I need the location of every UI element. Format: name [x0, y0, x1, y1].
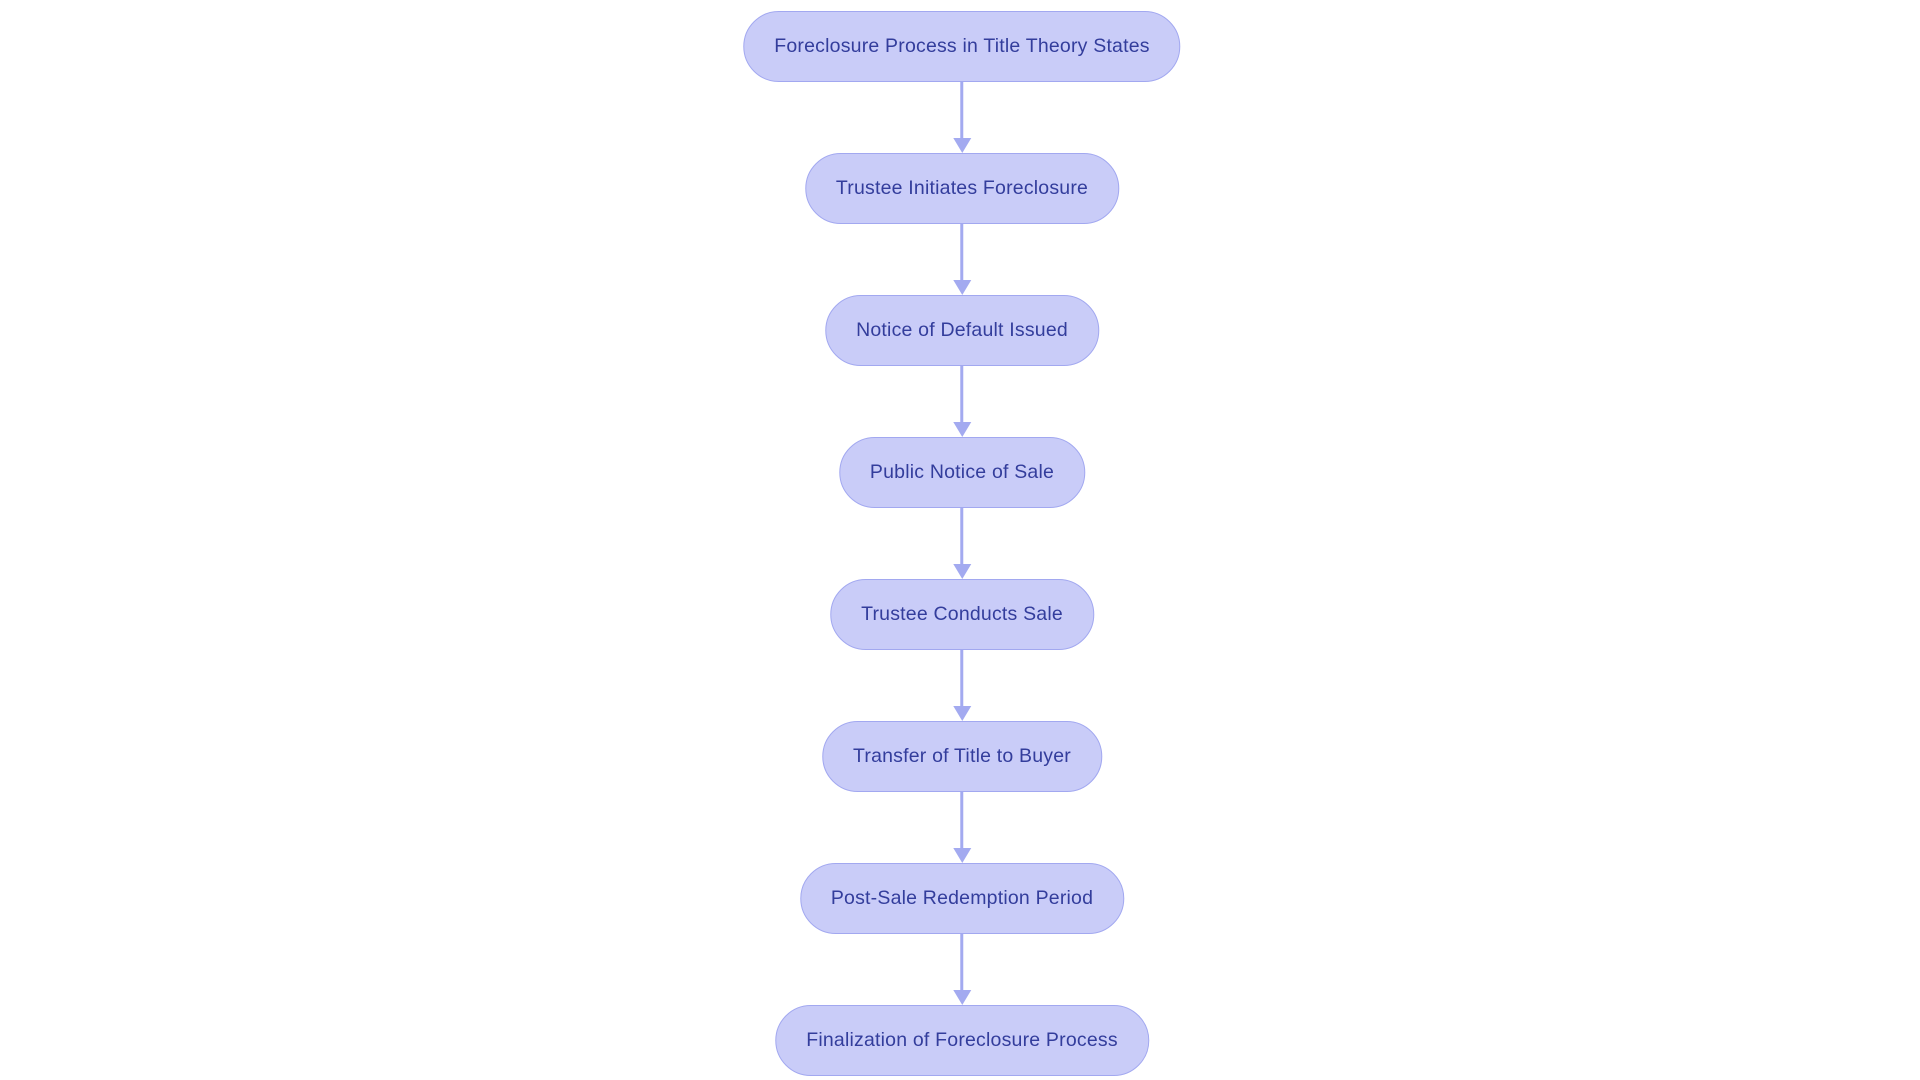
arrow-line [960, 934, 964, 990]
flow-node: Trustee Initiates Foreclosure [804, 153, 1120, 224]
flow-node: Transfer of Title to Buyer [822, 721, 1102, 792]
flow-node-label: Notice of Default Issued [856, 319, 1068, 341]
arrow-line [960, 650, 964, 706]
connector-arrow [952, 508, 972, 579]
arrow-down-icon [952, 706, 971, 721]
arrow-down-icon [952, 848, 971, 863]
connector-arrow [952, 934, 972, 1005]
flow-node-label: Trustee Conducts Sale [861, 603, 1063, 625]
arrow-down-icon [952, 138, 971, 153]
flow-node: Trustee Conducts Sale [830, 579, 1094, 650]
flowchart: Foreclosure Process in Title Theory Stat… [743, 11, 1181, 1076]
flow-node-start: Foreclosure Process in Title Theory Stat… [743, 11, 1181, 82]
arrow-down-icon [952, 422, 971, 437]
flow-node-label: Transfer of Title to Buyer [853, 745, 1071, 767]
flow-node-label: Post-Sale Redemption Period [830, 887, 1094, 909]
flow-node-label: Finalization of Foreclosure Process [806, 1029, 1118, 1051]
arrow-line [960, 224, 964, 280]
arrow-down-icon [952, 990, 971, 1005]
flow-node-label: Trustee Initiates Foreclosure [835, 177, 1089, 199]
connector-arrow [952, 650, 972, 721]
flow-node-end: Finalization of Foreclosure Process [775, 1005, 1149, 1076]
arrow-down-icon [952, 280, 971, 295]
arrow-down-icon [952, 564, 971, 579]
arrow-line [960, 82, 964, 138]
connector-arrow [952, 792, 972, 863]
flow-node: Post-Sale Redemption Period [799, 863, 1125, 934]
flow-node-label: Foreclosure Process in Title Theory Stat… [774, 35, 1150, 57]
flow-node-label: Public Notice of Sale [869, 461, 1055, 483]
connector-arrow [952, 224, 972, 295]
arrow-line [960, 508, 964, 564]
arrow-line [960, 792, 964, 848]
flow-node: Public Notice of Sale [838, 437, 1086, 508]
connector-arrow [952, 366, 972, 437]
arrow-line [960, 366, 964, 422]
connector-arrow [952, 82, 972, 153]
flow-node: Notice of Default Issued [825, 295, 1099, 366]
